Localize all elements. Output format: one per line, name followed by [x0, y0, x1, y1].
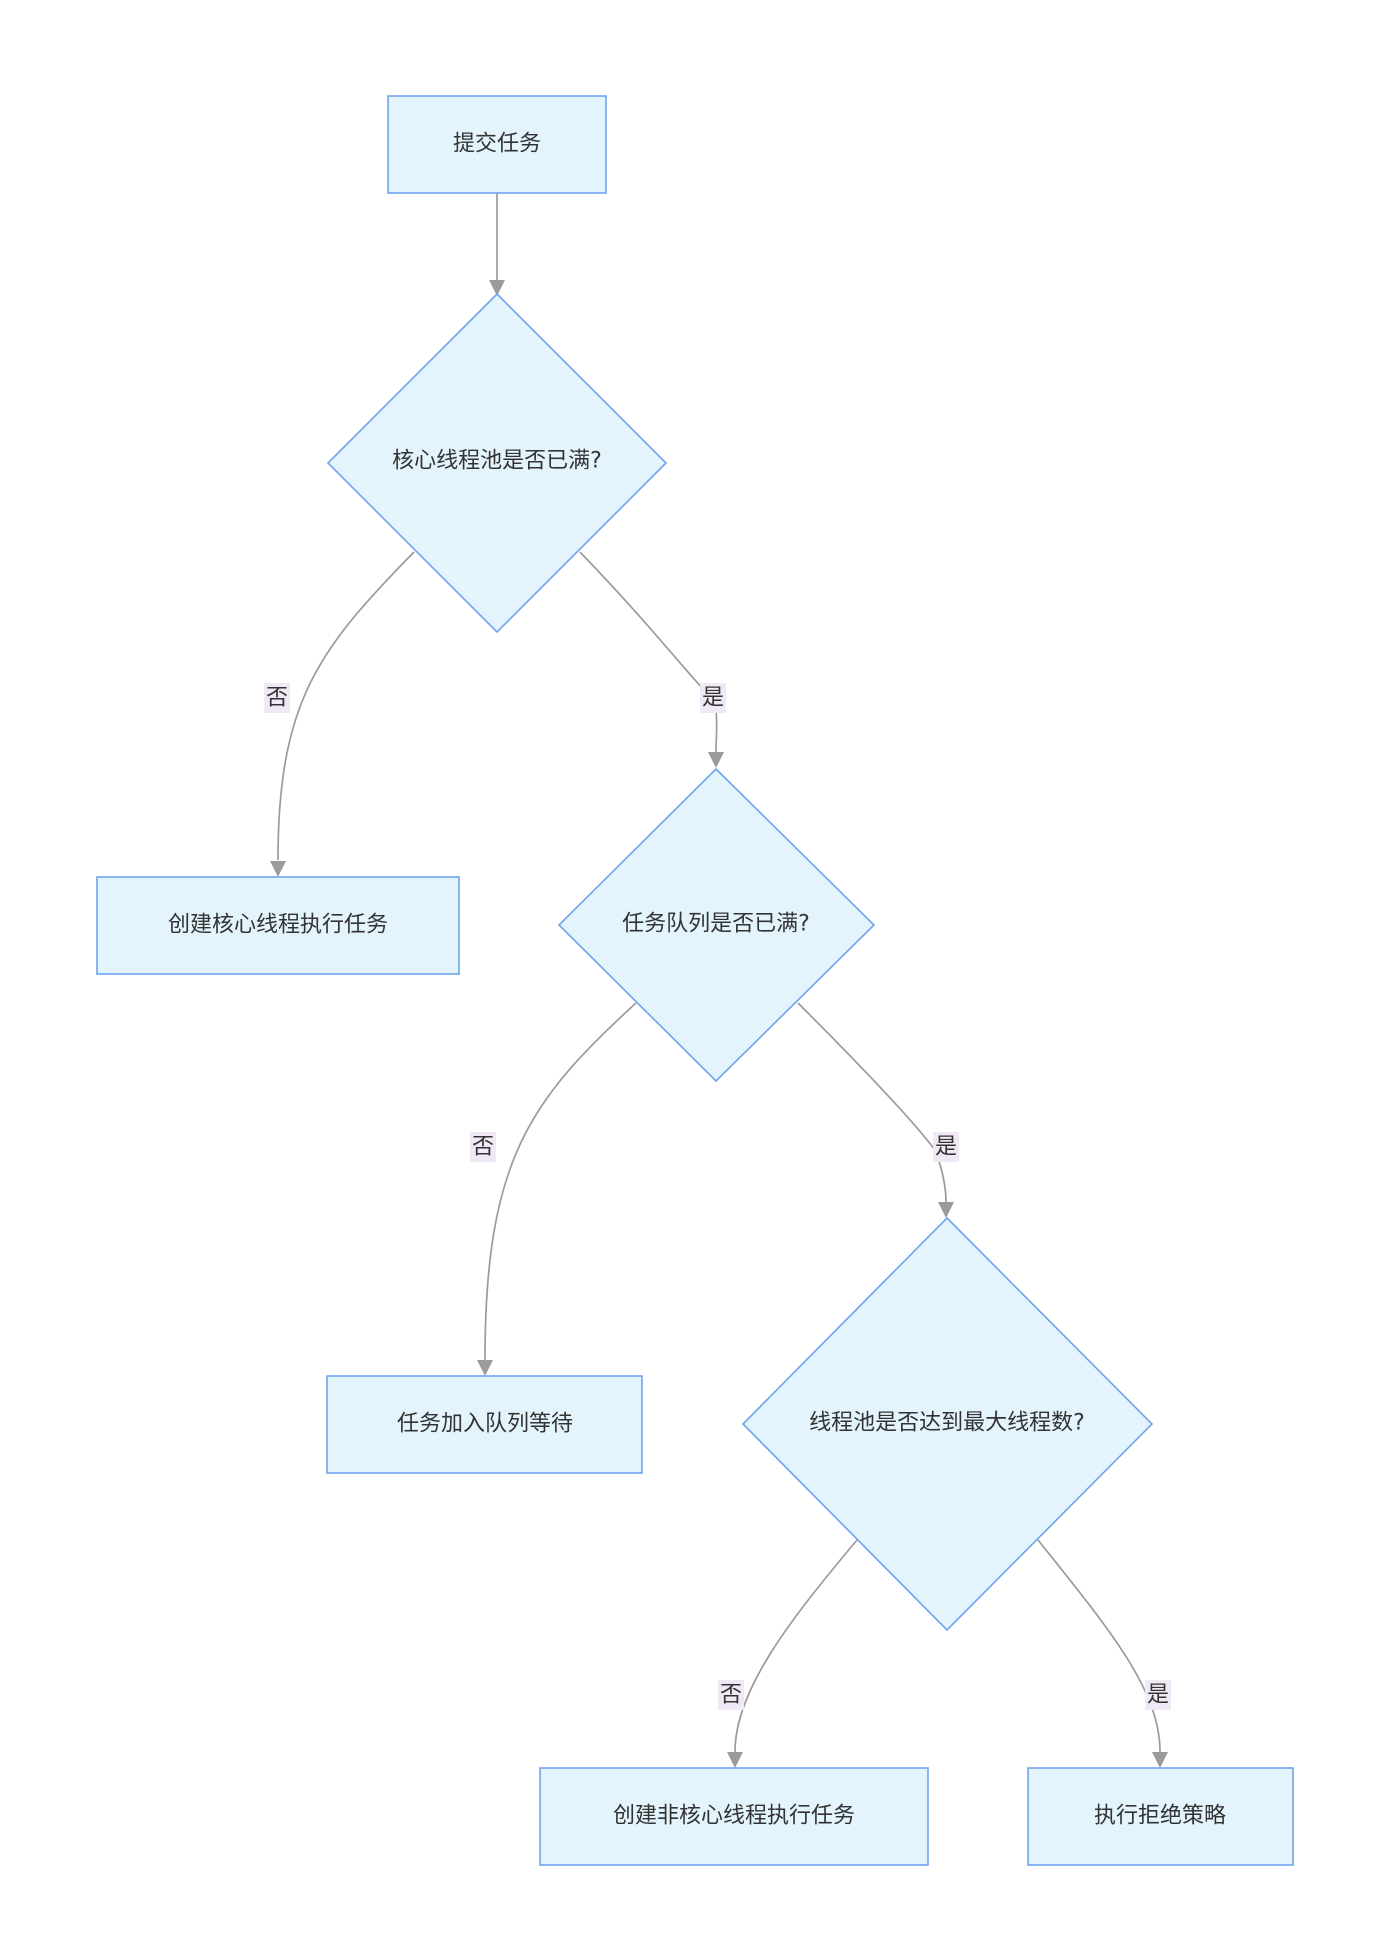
arrowhead-icon [938, 1202, 954, 1218]
node-create-core-thread: 创建核心线程执行任务 [96, 876, 460, 975]
edge-queue-full-no [484, 1002, 637, 1361]
edge-label-max-yes: 是 [1145, 1680, 1171, 1710]
edge-label-core-yes: 是 [700, 683, 726, 713]
svg-text:线程池是否达到最大线程数?: 线程池是否达到最大线程数? [809, 1411, 1085, 1436]
svg-text:否: 否 [266, 686, 288, 711]
arrowhead-icon [489, 280, 505, 296]
arrowhead-icon [270, 861, 286, 877]
svg-text:是: 是 [1147, 1683, 1169, 1708]
svg-text:是: 是 [702, 686, 724, 711]
svg-text:执行拒绝策略: 执行拒绝策略 [1094, 1804, 1226, 1829]
edge-label-max-no: 否 [718, 1680, 744, 1710]
svg-text:核心线程池是否已满?: 核心线程池是否已满? [392, 449, 602, 474]
svg-text:创建核心线程执行任务: 创建核心线程执行任务 [168, 913, 388, 938]
svg-text:否: 否 [720, 1683, 742, 1708]
node-enqueue-task: 任务加入队列等待 [326, 1375, 643, 1474]
node-max-threads-decision: 线程池是否达到最大线程数? [741, 1216, 1154, 1632]
node-core-pool-full-decision: 核心线程池是否已满? [326, 292, 668, 634]
edge-max-yes [1037, 1539, 1161, 1753]
arrowhead-icon [708, 752, 724, 768]
svg-text:创建非核心线程执行任务: 创建非核心线程执行任务 [613, 1804, 855, 1829]
node-reject-policy: 执行拒绝策略 [1027, 1767, 1294, 1866]
node-submit-task: 提交任务 [387, 95, 607, 194]
arrowhead-icon [1152, 1752, 1168, 1768]
arrowhead-icon [727, 1752, 743, 1768]
svg-text:任务队列是否已满?: 任务队列是否已满? [622, 912, 810, 937]
node-queue-full-decision: 任务队列是否已满? [557, 767, 876, 1083]
edge-label-core-no: 否 [264, 683, 290, 713]
arrowhead-icon [477, 1360, 493, 1376]
edge-core-full-no [277, 551, 415, 861]
edge-max-no [734, 1539, 858, 1753]
svg-text:提交任务: 提交任务 [453, 132, 541, 157]
edge-label-queue-yes: 是 [933, 1132, 959, 1162]
node-create-noncore-thread: 创建非核心线程执行任务 [539, 1767, 929, 1866]
edge-core-full-yes [579, 551, 718, 753]
svg-text:是: 是 [935, 1135, 957, 1160]
edge-label-queue-no: 否 [470, 1132, 496, 1162]
edge-queue-full-yes [797, 1002, 947, 1203]
svg-text:任务加入队列等待: 任务加入队列等待 [397, 1412, 573, 1437]
svg-text:否: 否 [472, 1135, 494, 1160]
